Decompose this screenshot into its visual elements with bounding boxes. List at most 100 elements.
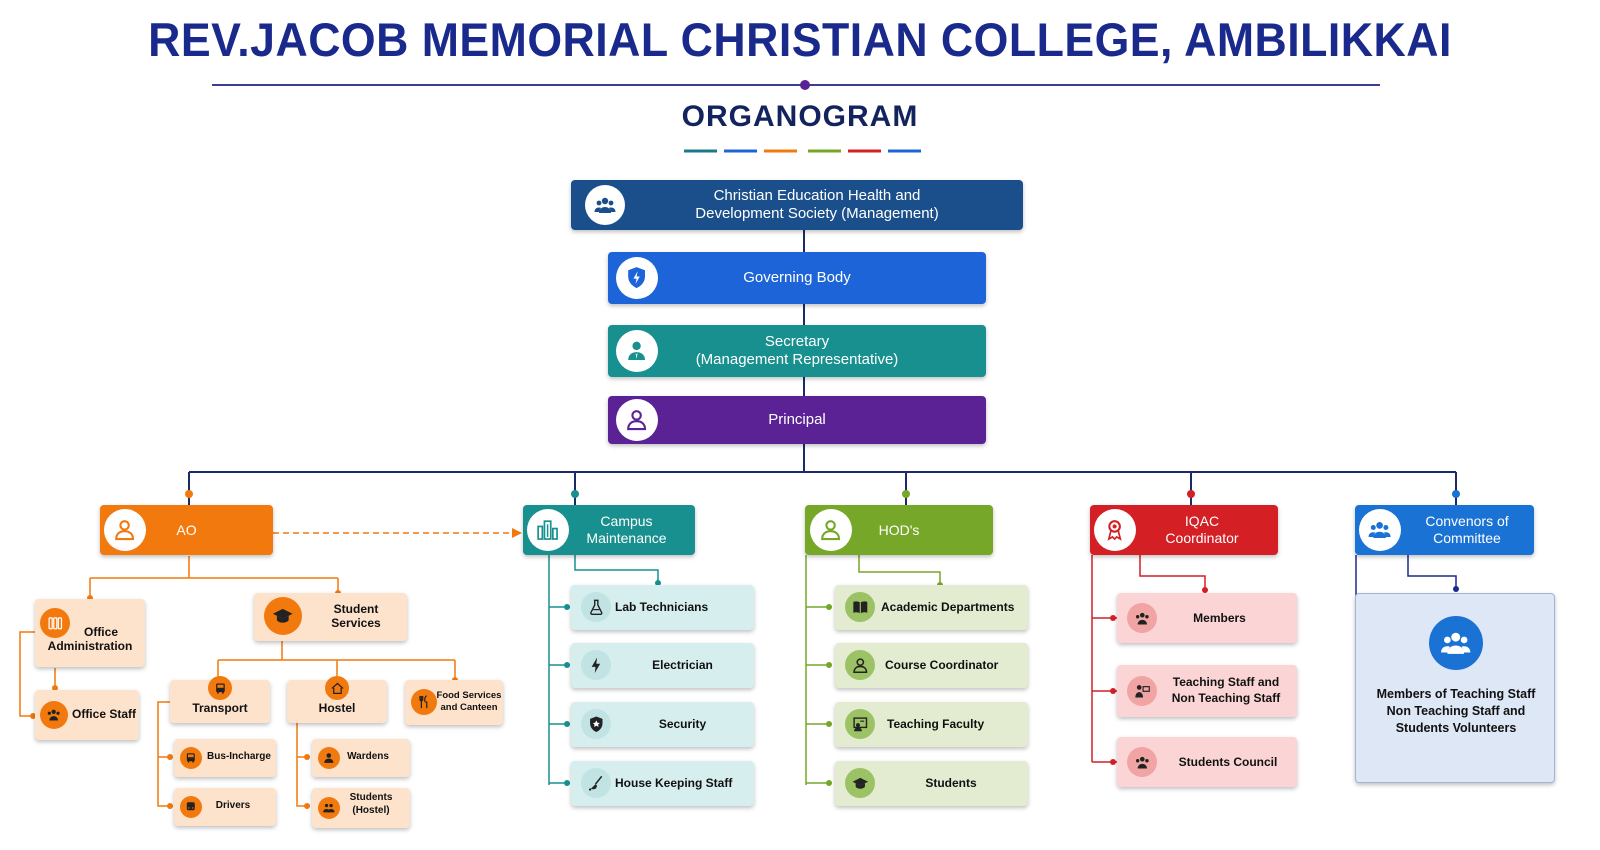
page-subtitle: ORGANOGRAM (681, 100, 919, 133)
management-label-line2: Development Society (Management) (695, 205, 939, 222)
governing-body-box: Governing Body (608, 252, 986, 304)
bus-incharge-box: Bus-Incharge (174, 739, 276, 777)
shield-icon (581, 709, 611, 739)
campus-item-label: House Keeping Staff (615, 776, 733, 790)
office-admin-line1: Office (83, 625, 118, 639)
wardens-box: Wardens (312, 739, 410, 777)
person-icon (616, 330, 658, 372)
graduation-cap-icon (845, 768, 875, 798)
secretary-label-line1: Secretary (764, 333, 830, 350)
bus-icon (180, 747, 202, 769)
iqac-staff-line1: Teaching Staff and (1172, 675, 1280, 689)
graduation-cap-icon (264, 597, 302, 635)
students-box: Students (835, 761, 1028, 806)
students-hostel-line2: (Hostel) (352, 805, 390, 816)
drivers-box: Drivers (174, 788, 276, 826)
principal-box: Principal (608, 396, 986, 444)
group-icon (1429, 616, 1483, 670)
bus-icon (208, 676, 232, 700)
teaching-faculty-box: Teaching Faculty (835, 702, 1028, 747)
food-services-box: Food Services and Canteen (405, 680, 503, 725)
page-title: REV.JACOB MEMORIAL CHRISTIAN COLLEGE, AM… (148, 13, 1452, 66)
person-icon (810, 509, 852, 551)
hod-item-label: Teaching Faculty (887, 717, 985, 731)
electrician-box: Electrician (571, 643, 754, 688)
hostel-box: Hostel (287, 676, 387, 723)
management-label-line1: Christian Education Health and (713, 187, 921, 204)
drivers-label: Drivers (215, 800, 251, 811)
office-staff-label: Office Staff (71, 707, 136, 721)
lab-technicians-box: Lab Technicians (571, 585, 754, 630)
group-icon (585, 185, 625, 225)
hod-item-label: Students (925, 776, 977, 790)
governing-body-label: Governing Body (743, 269, 851, 286)
teacher-icon (1127, 676, 1157, 706)
management-box: Christian Education Health and Developme… (571, 180, 1023, 230)
iqac-label-line2: Coordinator (1165, 530, 1239, 546)
hod-item-label: Academic Departments (881, 600, 1015, 614)
secretary-label-line2: (Management Representative) (695, 351, 899, 368)
student-services-box: Student Services (254, 593, 407, 641)
person-icon (845, 650, 875, 680)
campus-label-line1: Campus (600, 513, 653, 529)
student-services-line1: Student (333, 602, 379, 616)
food-services-line2: and Canteen (440, 702, 498, 713)
iqac-label-line1: IQAC (1184, 513, 1220, 529)
security-box: Security (571, 702, 754, 747)
wardens-label: Wardens (347, 751, 389, 762)
person-icon (104, 509, 146, 551)
flask-icon (581, 592, 611, 622)
file-cabinet-icon (40, 608, 70, 638)
book-icon (845, 592, 875, 622)
principal-label: Principal (768, 411, 826, 428)
bus-incharge-label: Bus-Incharge (207, 751, 271, 762)
students-hostel-line1: Students (349, 792, 393, 803)
campus-item-label: Lab Technicians (615, 600, 709, 614)
campus-label-line2: Maintenance (586, 530, 667, 546)
student-services-line2: Services (331, 616, 381, 630)
group-icon (40, 701, 68, 729)
hods-box: HOD's (805, 505, 993, 555)
utensils-icon (411, 689, 437, 715)
iqac-council-label: Students Council (1178, 755, 1278, 769)
campus-item-label: Security (658, 717, 707, 731)
campus-maintenance-box: Campus Maintenance (523, 505, 695, 555)
convenor-line2: Non Teaching Staff and (1386, 704, 1526, 718)
bus-front-icon (180, 796, 202, 818)
members-box: Members (1117, 593, 1297, 643)
convenors-label-line1: Convenors of (1425, 513, 1509, 529)
convenor-line3: Students Volunteers (1395, 721, 1517, 735)
hostel-label: Hostel (318, 701, 356, 715)
academic-departments-box: Academic Departments (835, 585, 1028, 630)
convenors-box: Convenors of Committee (1355, 505, 1534, 555)
course-coordinator-box: Course Coordinator (835, 643, 1028, 688)
iqac-staff-line2: Non Teaching Staff (1171, 691, 1281, 705)
lightning-icon (581, 650, 611, 680)
ao-box: AO (100, 505, 273, 555)
convenor-members-panel: Members of Teaching Staff Non Teaching S… (1355, 593, 1555, 783)
teacher-board-icon (845, 709, 875, 739)
students-council-box: Students Council (1117, 737, 1297, 787)
iqac-members-label: Members (1193, 611, 1246, 625)
transport-label: Transport (192, 701, 248, 715)
broom-icon (581, 768, 611, 798)
secretary-box: Secretary (Management Representative) (608, 325, 986, 377)
transport-box: Transport (170, 676, 270, 723)
hod-item-label: Course Coordinator (885, 658, 999, 672)
shield-icon (616, 257, 658, 299)
food-services-line1: Food Services (436, 690, 502, 701)
students-hostel-box: Students (Hostel) (312, 788, 410, 828)
group-icon (318, 797, 340, 819)
teaching-staff-box: Teaching Staff and Non Teaching Staff (1117, 665, 1297, 717)
group-icon (1127, 747, 1157, 777)
person-icon (616, 399, 658, 441)
convenor-line1: Members of Teaching Staff (1376, 687, 1536, 701)
ao-label: AO (176, 521, 197, 538)
building-icon (527, 509, 569, 551)
iqac-box: IQAC Coordinator (1090, 505, 1278, 555)
group-icon (1127, 603, 1157, 633)
convenors-label-line2: Committee (1433, 530, 1501, 546)
award-icon (1094, 509, 1136, 551)
home-icon (325, 676, 349, 700)
